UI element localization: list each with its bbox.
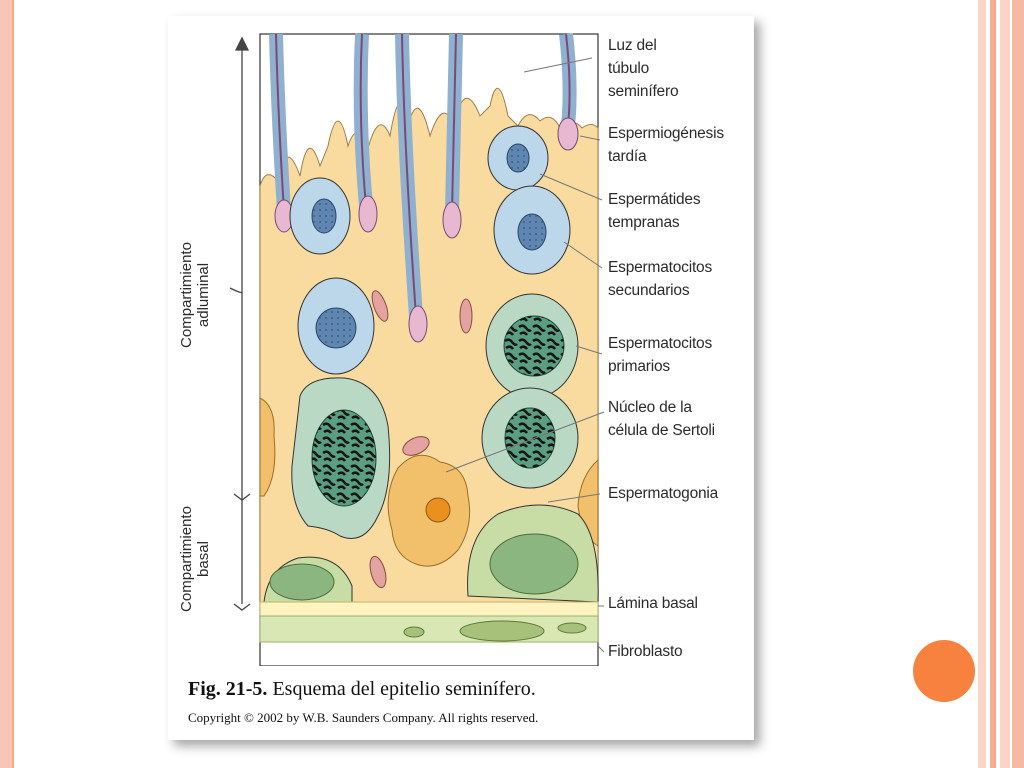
label-text: Espermátides tempranas — [608, 191, 701, 231]
label-basal-lamina: Lámina basal — [608, 592, 698, 615]
label-text: Espermatocitos secundarios — [608, 259, 713, 299]
label-sertoli-nucleus: Núcleo de la célula de Sertoli — [608, 396, 715, 442]
figure-card: Luz del túbulo seminífero Espermiogénesi… — [168, 16, 754, 740]
label-early-spermatids: Espermátides tempranas — [608, 188, 701, 234]
mitochondria — [369, 290, 473, 589]
label-text: Compartimiento basal — [178, 506, 212, 612]
label-leaders — [445, 57, 605, 653]
label-primary-spermatocytes: Espermatocitos primarios — [608, 332, 712, 378]
sertoli-nucleus — [387, 454, 471, 567]
label-text: Espermiogénesis tardía — [608, 125, 724, 165]
slide-right-stripe — [1012, 0, 1024, 768]
slide-right-stripe — [990, 0, 996, 768]
basal-lamina — [259, 601, 599, 617]
label-secondary-spermatocytes: Espermatocitos secundarios — [608, 256, 712, 302]
seminiferous-epithelium-diagram — [229, 33, 605, 666]
secondary-spermatocyte — [297, 277, 375, 375]
slide-left-border — [0, 0, 14, 768]
label-text: Luz del túbulo seminífero — [608, 37, 679, 100]
fibroblast-cell — [459, 620, 545, 642]
label-basal-compartment: Compartimiento basal — [178, 498, 212, 620]
caption-text: Esquema del epitelio seminífero. — [267, 678, 536, 700]
copyright-notice: Copyright © 2002 by W.B. Saunders Compan… — [188, 710, 539, 725]
slide-right-stripe — [978, 0, 986, 768]
primary-spermatocytes — [291, 293, 579, 539]
label-text: Compartimiento adluminal — [178, 242, 212, 348]
fibroblast-layer — [259, 615, 599, 643]
slide-right-stripe — [1000, 0, 1010, 768]
late-spermatids — [269, 33, 579, 343]
label-text: Lámina basal — [608, 595, 698, 612]
label-fibroblast: Fibroblasto — [608, 640, 683, 663]
label-text: Núcleo de la célula de Sertoli — [608, 399, 715, 439]
label-text: Espermatogonia — [608, 485, 719, 502]
label-text: Espermatocitos primarios — [608, 335, 713, 375]
label-adluminal-compartment: Compartimiento adluminal — [178, 210, 212, 380]
early-spermatids — [289, 125, 571, 275]
figure-number: Fig. 21-5. — [188, 678, 268, 700]
spermatogonia — [263, 504, 599, 603]
figure-caption: Fig. 21-5. Esquema del epitelio seminífe… — [188, 678, 536, 701]
label-spermatogonia: Espermatogonia — [608, 482, 718, 505]
label-late-spermiogenesis: Espermiogénesis tardía — [608, 122, 724, 168]
decorative-orange-dot — [913, 640, 975, 702]
label-text: Fibroblasto — [608, 643, 683, 660]
compartment-arrows — [229, 36, 251, 611]
label-lumen: Luz del túbulo seminífero — [608, 34, 679, 103]
